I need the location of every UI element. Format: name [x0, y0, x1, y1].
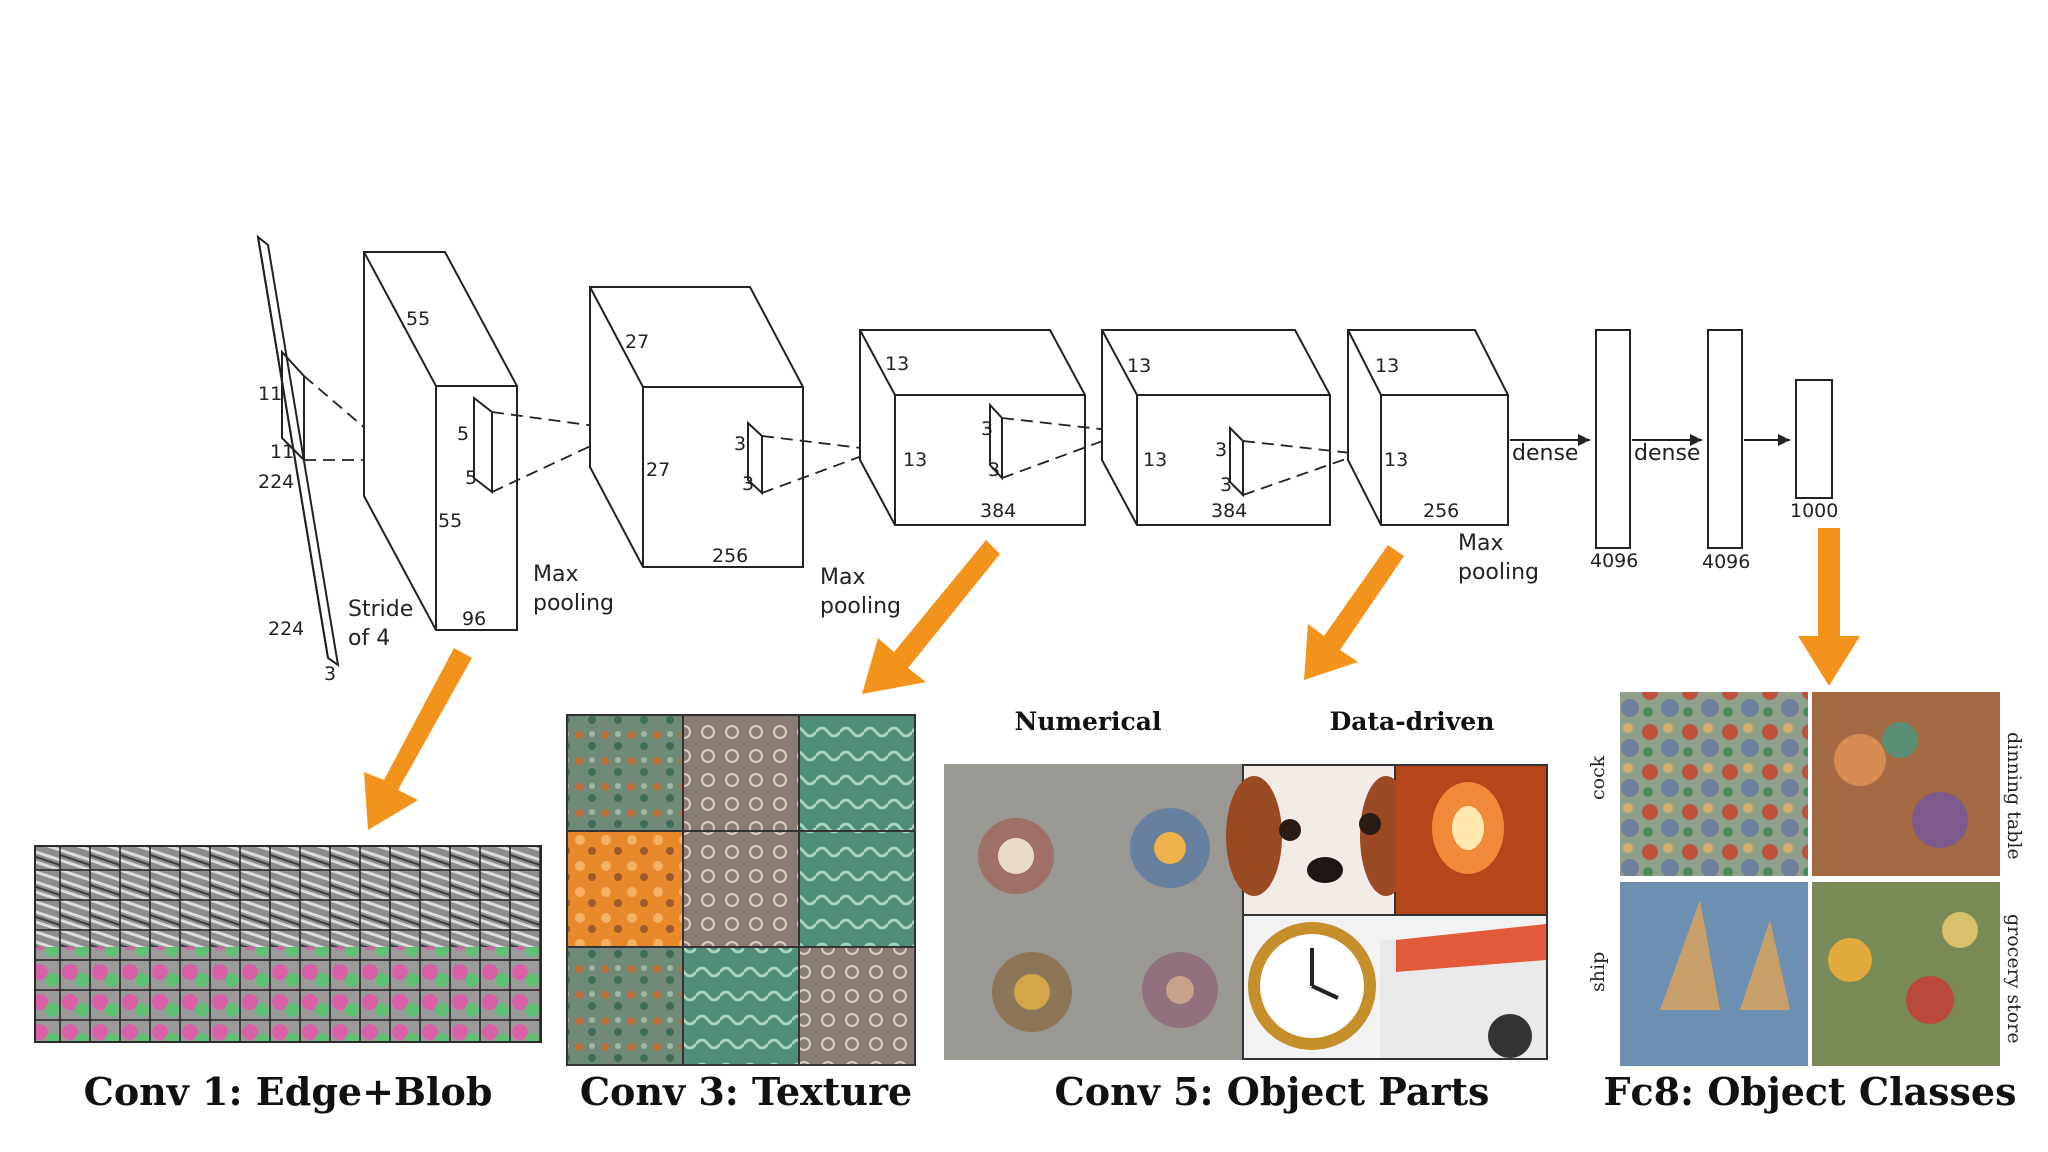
conv2-height: 27: [625, 331, 649, 353]
arrow-fc8-icon: [1798, 528, 1860, 686]
dense2-label: dense: [1634, 441, 1700, 466]
conv3-caption: Conv 3: Texture: [580, 1069, 912, 1114]
conv2-kernel-w: 3: [742, 473, 754, 495]
pool2-line1: Max: [820, 565, 865, 590]
conv5-right-header: Data-driven: [1330, 707, 1495, 736]
fc8-panel: cock ship dinning table grocery store Fc…: [1587, 692, 2025, 1114]
dense1-size: 4096: [1590, 550, 1638, 572]
stride-line1: Stride: [348, 597, 413, 622]
conv2-kernel-h: 3: [734, 433, 746, 455]
conv1-block: 55 55 96 5 5 Max pooling: [363, 251, 626, 631]
conv3-depth: 384: [980, 500, 1016, 522]
conv1-height: 55: [406, 308, 430, 330]
conv4-kernel-w: 3: [1220, 474, 1232, 496]
data-driven-images: [1226, 764, 1548, 1060]
fc8-label-dinning-table: dinning table: [2003, 732, 2025, 860]
conv2-block: 27 27 256 3 3 Max pooling: [589, 286, 901, 619]
conv3-block: 13 13 384 3 3: [859, 329, 1128, 526]
stride-line2: of 4: [348, 626, 390, 651]
conv4-height: 13: [1127, 355, 1151, 377]
conv5-caption: Conv 5: Object Parts: [1055, 1069, 1490, 1114]
conv1-kernel-h: 5: [457, 423, 469, 445]
conv4-depth: 384: [1211, 500, 1247, 522]
input-kernel-h: 11: [258, 383, 282, 405]
fc8-label-grocery-store: grocery store: [2003, 914, 2025, 1044]
conv5-left-header: Numerical: [1015, 707, 1162, 736]
conv5-width: 13: [1384, 449, 1408, 471]
conv2-width: 27: [646, 459, 670, 481]
conv3-panel: Conv 3: Texture: [566, 714, 916, 1114]
numerical-visualizations: [944, 764, 1242, 1060]
conv4-kernel-h: 3: [1215, 439, 1227, 461]
conv1-panel: Conv 1: Edge+Blob: [34, 845, 542, 1114]
input-layer: 11 11 224 224 3 Stride of 4: [256, 234, 413, 685]
pool1-line2: pooling: [533, 591, 614, 616]
pool2-line2: pooling: [820, 594, 901, 619]
conv1-kernel-w: 5: [465, 467, 477, 489]
dense1-label: dense: [1512, 441, 1578, 466]
conv4-block: 13 13 384 3 3: [1101, 329, 1361, 526]
conv3-kernel-h: 3: [981, 418, 993, 440]
conv5-panel: Numerical Data-driven: [944, 707, 1548, 1114]
fc8-caption: Fc8: Object Classes: [1604, 1069, 2017, 1114]
conv5-depth: 256: [1423, 500, 1459, 522]
conv1-depth: 96: [462, 608, 486, 630]
pool3-line1: Max: [1458, 531, 1503, 556]
conv3-height: 13: [885, 353, 909, 375]
conv1-width: 55: [438, 510, 462, 532]
pool3-line2: pooling: [1458, 560, 1539, 585]
conv2-depth: 256: [712, 545, 748, 567]
output-size: 1000: [1790, 500, 1838, 522]
arrow-conv1-icon: [364, 648, 472, 830]
arrow-conv3-icon: [862, 540, 1000, 694]
orange-arrows: [364, 528, 1860, 830]
input-width: 224: [268, 618, 304, 640]
dense2-size: 4096: [1702, 551, 1750, 573]
conv5-block: 13 13 256 Max pooling: [1347, 329, 1539, 585]
input-kernel-w: 11: [270, 441, 294, 463]
pool1-line1: Max: [533, 562, 578, 587]
conv4-width: 13: [1143, 449, 1167, 471]
conv3-width: 13: [903, 449, 927, 471]
fc8-label-cock: cock: [1587, 755, 1609, 800]
arrow-conv5-icon: [1304, 545, 1404, 680]
conv5-height: 13: [1375, 355, 1399, 377]
input-depth: 3: [324, 663, 336, 685]
dense-layers: dense 4096 dense 4096 1000: [1510, 329, 1838, 573]
conv3-kernel-w: 3: [988, 459, 1000, 481]
input-height: 224: [258, 471, 294, 493]
fc8-label-ship: ship: [1587, 952, 1609, 992]
conv1-caption: Conv 1: Edge+Blob: [84, 1069, 493, 1114]
